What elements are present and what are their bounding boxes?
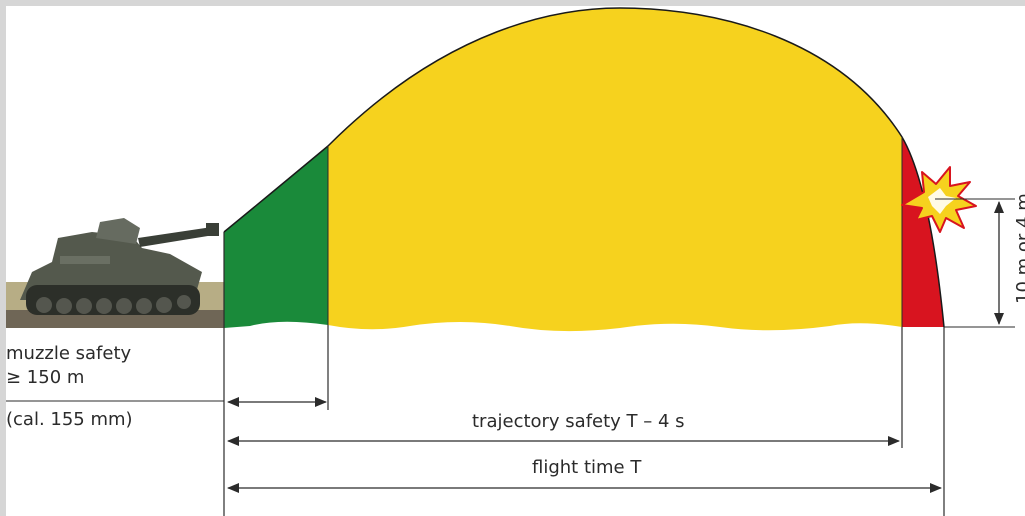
green-zone — [224, 146, 328, 328]
muzzle-distance-label: ≥ 150 m — [6, 367, 85, 388]
trajectory-outline — [223, 7, 945, 328]
burst-height-label: 10 m or 4 m — [1013, 193, 1025, 304]
muzzle-safety-label: muzzle safety — [6, 343, 132, 364]
howitzer-image — [20, 218, 219, 315]
yellow-zone — [328, 8, 902, 332]
trajectory-diagram — [6, 7, 1015, 516]
red-zone — [902, 137, 944, 327]
caliber-label: (cal. 155 mm) — [6, 409, 133, 430]
diagram-frame: muzzle safety ≥ 150 m (cal. 155 mm) traj… — [6, 6, 1025, 516]
trajectory-safety-label: trajectory safety T – 4 s — [472, 411, 685, 432]
flight-time-label: flight time T — [532, 457, 642, 478]
